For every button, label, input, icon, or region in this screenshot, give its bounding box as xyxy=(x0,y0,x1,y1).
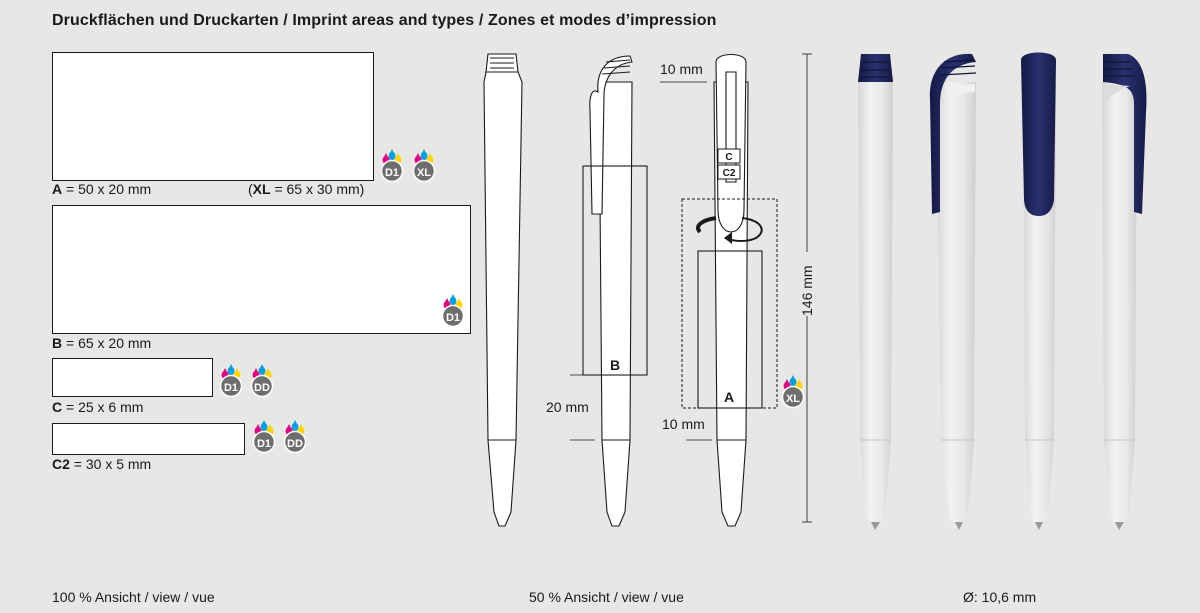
badge-d1-text: D1 xyxy=(385,167,399,179)
dim-20: 20 mm xyxy=(546,399,589,415)
rotate-arrow-icon xyxy=(696,216,763,244)
badge-xl-text: XL xyxy=(786,393,800,405)
area-xl-size: = 65 x 30 mm) xyxy=(270,181,365,197)
dim-146: 146 mm xyxy=(799,265,815,316)
badge-c2-d1: D1 xyxy=(252,420,276,454)
area-a-size: = 50 x 20 mm xyxy=(62,181,152,197)
area-b-letter: B xyxy=(52,335,63,351)
badge-a-xl: XL xyxy=(412,149,436,183)
footer-left-scale: 100 % Ansicht / view / vue xyxy=(52,589,215,605)
imprint-area-c2-box xyxy=(52,423,245,455)
pen-render-2 xyxy=(929,53,977,530)
pen-outline-front xyxy=(713,53,749,527)
area-a-label: A = 50 x 20 mm xyxy=(52,181,151,197)
pen-render-4 xyxy=(1102,54,1147,530)
badge-dd-text: DD xyxy=(287,438,303,450)
area-c-label: C = 25 x 6 mm xyxy=(52,399,143,415)
badge-c2-dd: DD xyxy=(283,420,307,454)
mark-c2-label: C2 xyxy=(723,168,736,179)
imprint-area-b-mark xyxy=(582,165,648,376)
mark-a-label: A xyxy=(724,389,734,405)
area-xl-letter: XL xyxy=(252,181,271,197)
pen-render-1 xyxy=(858,54,893,530)
mark-b-label: B xyxy=(610,357,620,373)
dim-10-bottom: 10 mm xyxy=(662,416,705,432)
pen-outline-side xyxy=(483,53,523,527)
badge-a-d1: D1 xyxy=(380,149,404,183)
badge-b-d1: D1 xyxy=(441,294,465,328)
pen-outline-clip xyxy=(589,55,633,527)
page-title: Druckflächen und Druckarten / Imprint ar… xyxy=(52,12,717,29)
imprint-area-a-mark xyxy=(697,250,763,409)
badge-xl-text: XL xyxy=(417,167,431,179)
dim-10-top: 10 mm xyxy=(660,61,703,77)
dim-gap xyxy=(799,252,815,316)
badge-dd-text: DD xyxy=(254,382,270,394)
badge-d1-text: D1 xyxy=(257,438,271,450)
imprint-area-c2-mark xyxy=(717,164,741,180)
badge-drawing-xl: XL xyxy=(781,375,805,409)
badge-c-dd: DD xyxy=(250,364,274,398)
area-xl-label: (XL = 65 x 30 mm) xyxy=(248,181,365,197)
imprint-area-b-box xyxy=(52,205,471,334)
footer-diameter: Ø: 10,6 mm xyxy=(963,589,1037,605)
pen-render-3 xyxy=(1021,52,1056,530)
area-c-size: = 25 x 6 mm xyxy=(62,399,144,415)
imprint-area-c-mark xyxy=(717,148,741,164)
footer-middle-scale: 50 % Ansicht / view / vue xyxy=(529,589,684,605)
area-c2-size: = 30 x 5 mm xyxy=(69,456,152,472)
badge-d1-text: D1 xyxy=(446,312,460,324)
badge-d1-text: D1 xyxy=(224,382,238,394)
area-b-size: = 65 x 20 mm xyxy=(62,335,152,351)
badge-c-d1: D1 xyxy=(219,364,243,398)
mark-c-label: C xyxy=(725,152,732,163)
area-b-label: B = 65 x 20 mm xyxy=(52,335,151,351)
imprint-area-a-box xyxy=(52,52,374,181)
area-c2-letter: C2 xyxy=(52,456,70,472)
area-c-letter: C xyxy=(52,399,63,415)
imprint-area-c-box xyxy=(52,358,213,397)
area-a-letter: A xyxy=(52,181,63,197)
area-c2-label: C2 = 30 x 5 mm xyxy=(52,456,151,472)
